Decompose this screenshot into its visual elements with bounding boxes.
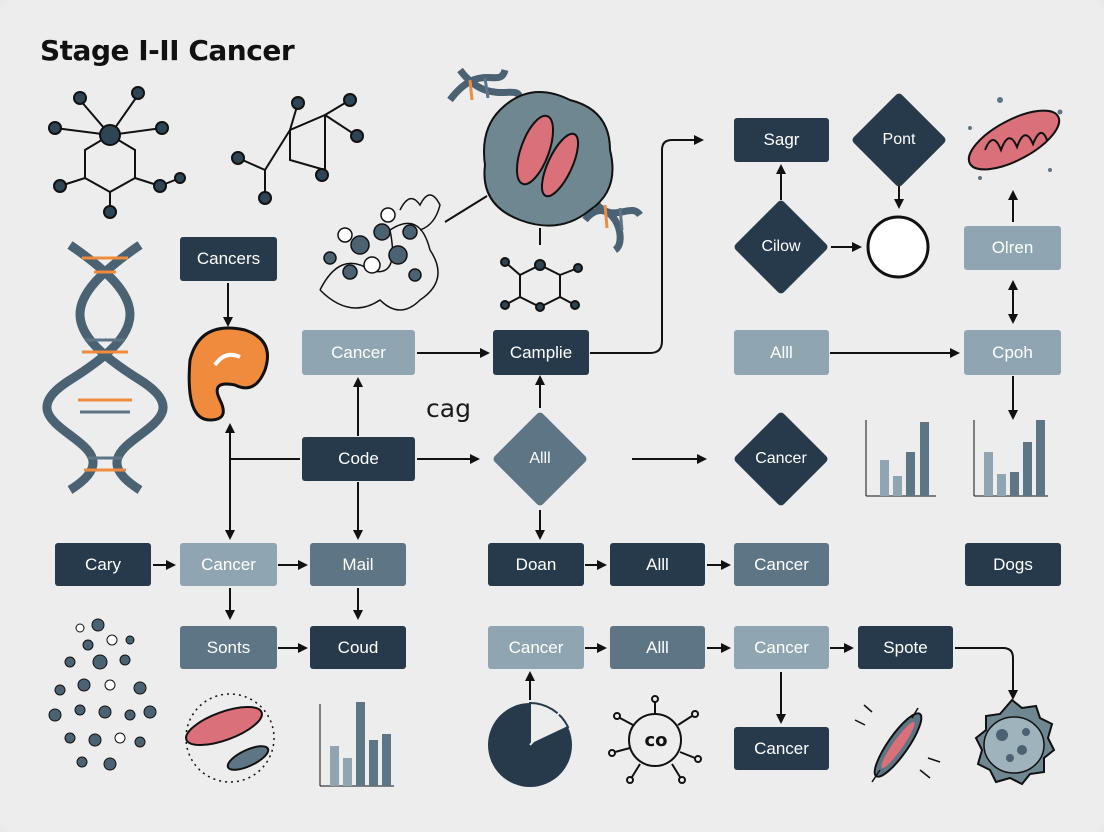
orange-protein-icon (187, 326, 269, 422)
molecule-icon (48, 86, 186, 219)
node-alll-row4[interactable]: Alll (610, 626, 705, 669)
node-code[interactable]: Code (302, 437, 415, 481)
node-camplie[interactable]: Camplie (493, 330, 589, 375)
cell-icon (483, 91, 614, 227)
diamond-alll-label: Alll (529, 450, 551, 467)
protein-icon (319, 194, 441, 311)
bacteria-icon (48, 618, 157, 771)
node-cancer-row4[interactable]: Cancer (488, 626, 584, 669)
mitochondria-icon (967, 97, 1063, 180)
node-cancer-bottom[interactable]: Cancer (734, 727, 829, 770)
node-olren[interactable]: Olren (964, 226, 1061, 270)
node-sagr[interactable]: Sagr (734, 118, 829, 162)
node-alll-row2[interactable]: Alll (734, 330, 829, 375)
node-alll-row3[interactable]: Alll (610, 543, 705, 586)
virus-label: co (644, 730, 668, 751)
molecule-icon (500, 257, 583, 312)
node-mail[interactable]: Mail (310, 543, 406, 586)
node-spote[interactable]: Spote (858, 626, 953, 669)
node-cancers[interactable]: Cancers (180, 237, 277, 281)
node-cpoh[interactable]: Cpoh (964, 330, 1061, 375)
bacteria-icon (854, 704, 941, 783)
bar-chart-icon (319, 702, 394, 787)
molecule-icon (231, 93, 364, 205)
page-title: Stage I-II Cancer (40, 34, 295, 67)
diamond-cancer-label: Cancer (755, 450, 807, 467)
bar-chart-icon (865, 420, 936, 497)
node-doan[interactable]: Doan (488, 543, 584, 586)
node-sonts[interactable]: Sonts (180, 626, 277, 669)
node-cancer-row3b[interactable]: Cancer (734, 543, 829, 586)
bar-chart-icon (973, 420, 1048, 497)
empty-circle-node (866, 215, 930, 279)
node-dogs[interactable]: Dogs (965, 543, 1061, 586)
cell-icon (974, 698, 1056, 786)
node-coud[interactable]: Coud (310, 626, 406, 669)
diamond-cilow-label: Cilow (761, 238, 801, 255)
node-cancer-top[interactable]: Cancer (302, 330, 415, 375)
virus-icon (608, 695, 702, 784)
bacteria-icon (185, 693, 275, 783)
floating-label: cag (426, 394, 471, 423)
node-cancer-row3[interactable]: Cancer (180, 543, 277, 586)
dna-helix-icon (447, 67, 643, 253)
pie-chart-icon (488, 701, 572, 787)
diamond-pont-label: Pont (882, 131, 916, 148)
node-cancer-row4b[interactable]: Cancer (734, 626, 829, 669)
dna-helix-icon (42, 241, 168, 494)
node-cary[interactable]: Cary (55, 543, 151, 586)
